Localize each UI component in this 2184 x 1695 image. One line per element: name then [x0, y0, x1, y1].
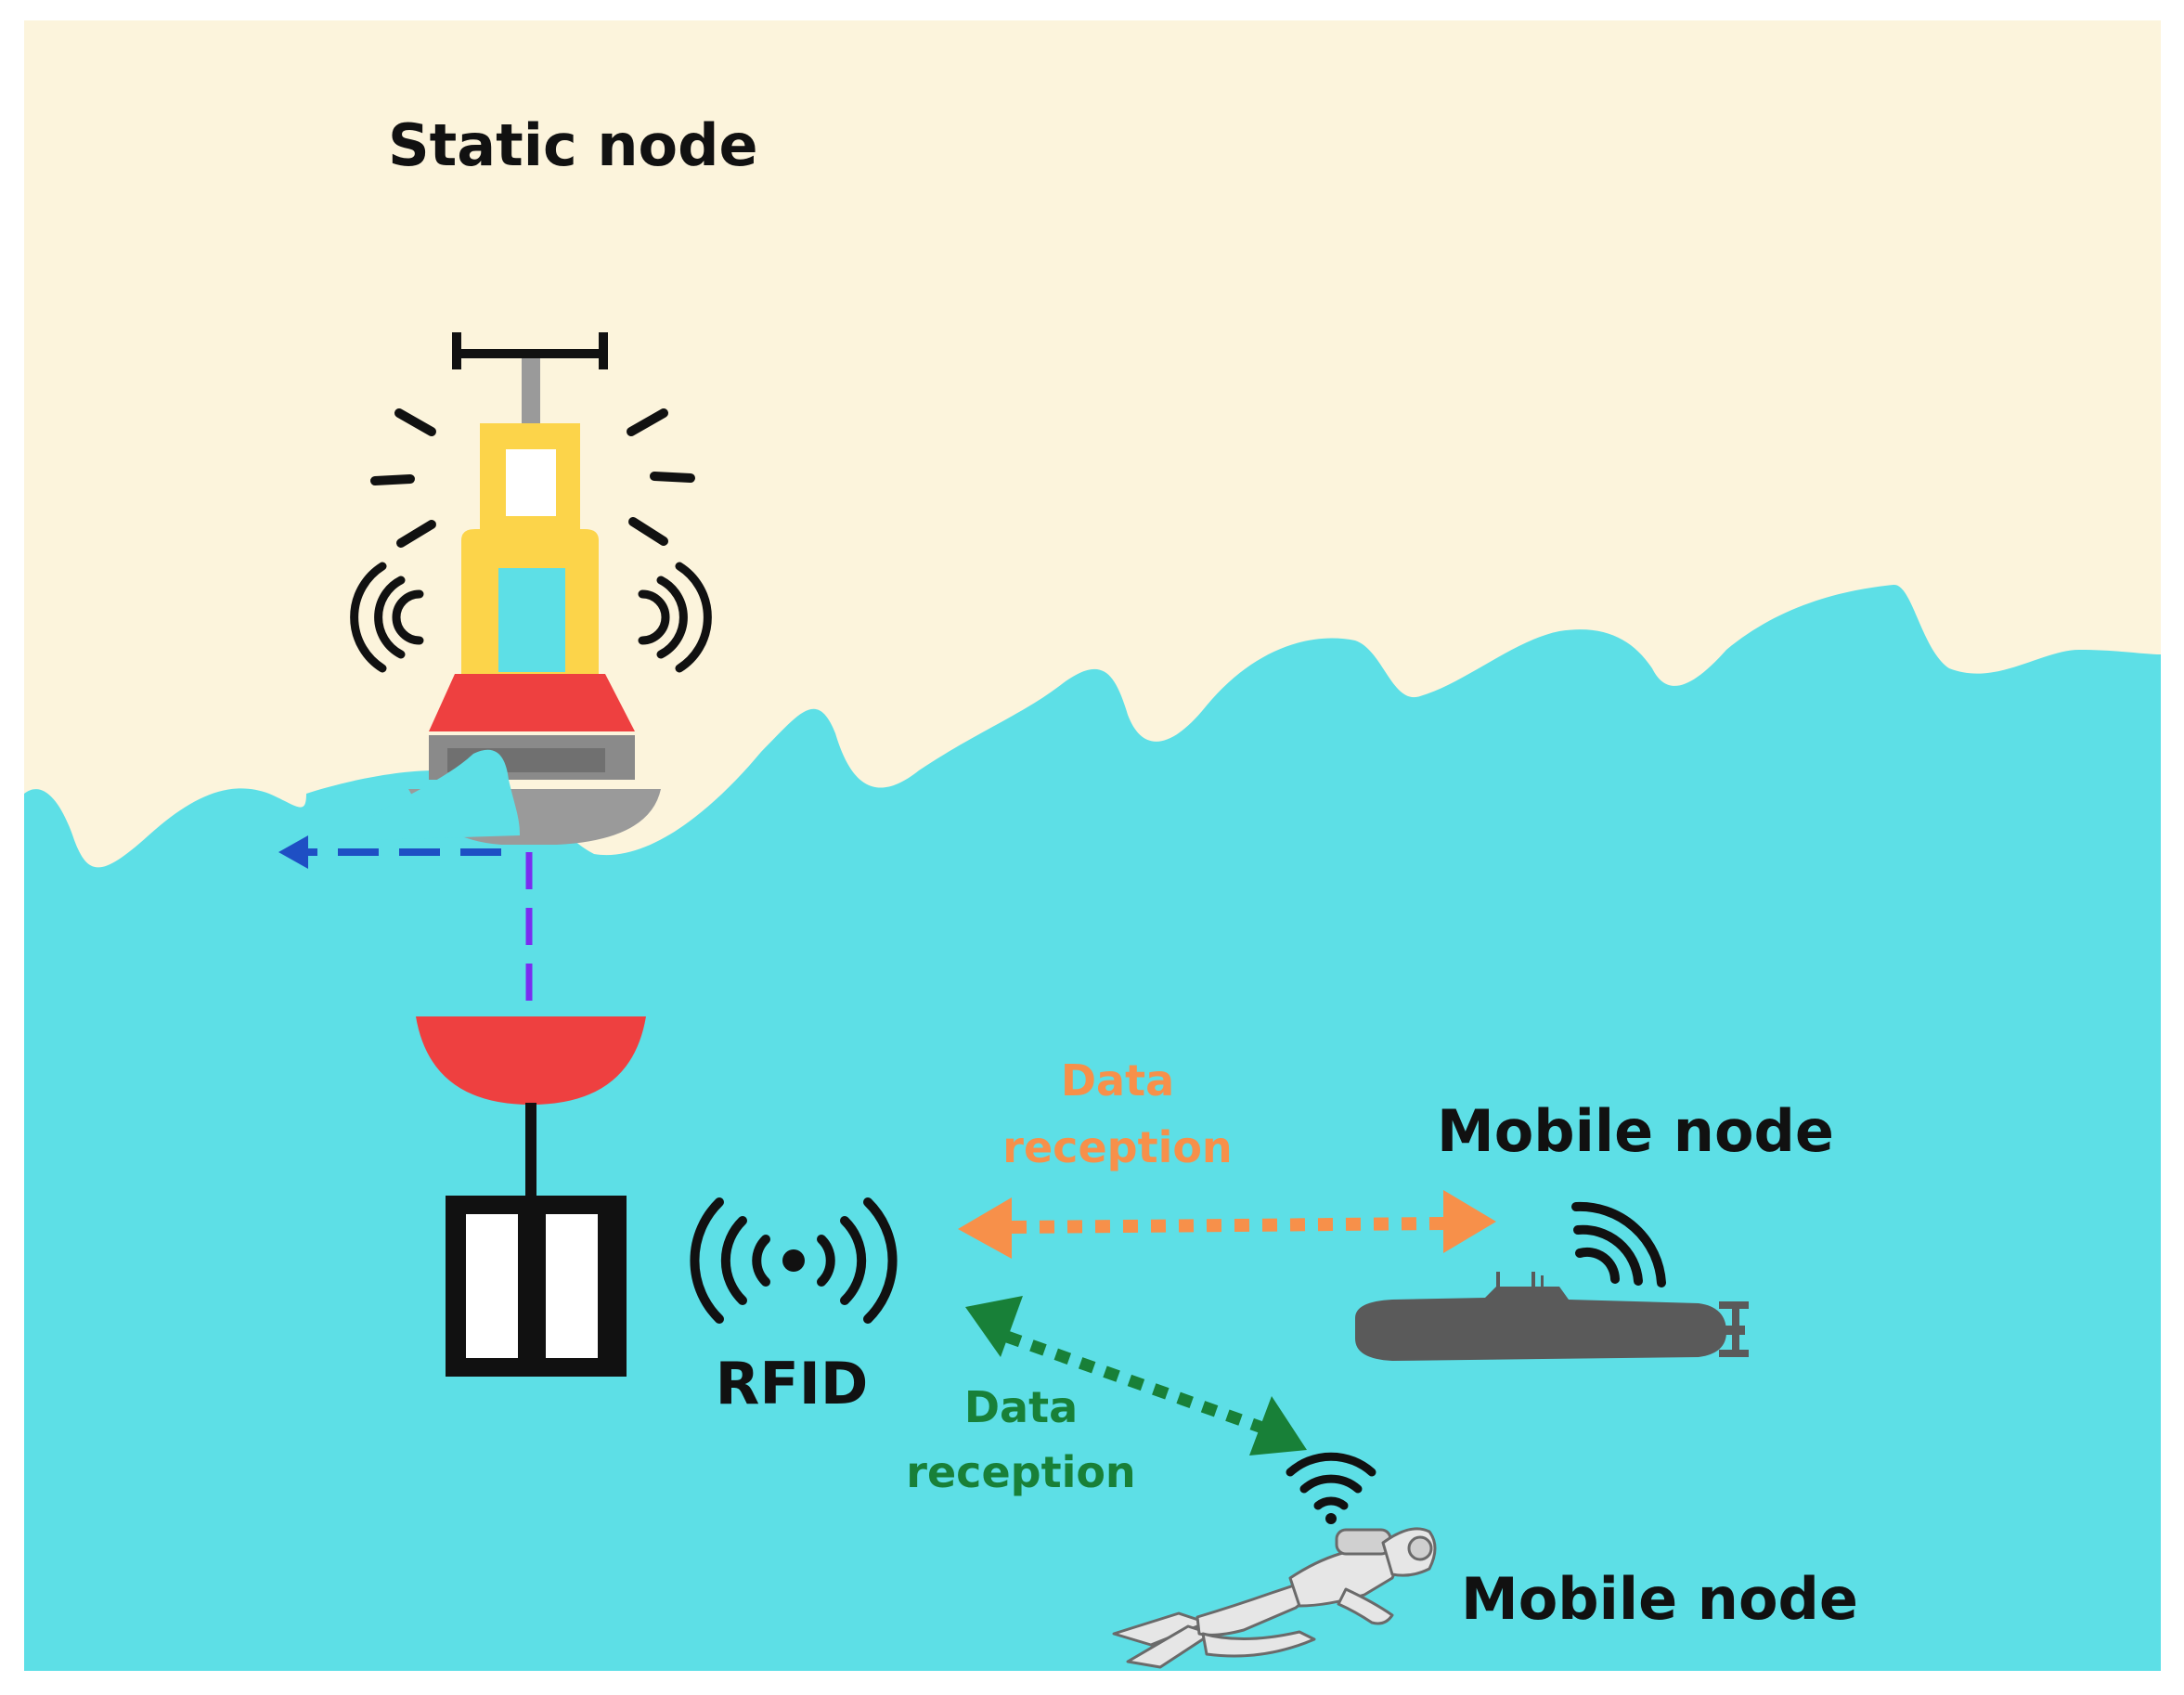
- diver-icon: [1112, 1527, 1437, 1669]
- sea-water: [24, 584, 2161, 1671]
- wave-splash: [371, 749, 520, 840]
- data-reception-orange-arrow: [958, 1190, 1496, 1259]
- data-reception-green-arrow: [965, 1296, 1307, 1456]
- buoy-signal-left-icon: [350, 562, 424, 673]
- data-reception-orange-label-line2: reception: [1002, 1122, 1232, 1172]
- rfid-label: RFID: [716, 1350, 869, 1417]
- mobile-node-submarine-label: Mobile node: [1437, 1097, 1834, 1165]
- mobile-node-diver-label: Mobile node: [1461, 1565, 1858, 1633]
- submarine-wifi-icon: [1571, 1201, 1666, 1287]
- light-rays: [370, 408, 695, 548]
- rfid-signal-icon: [690, 1197, 898, 1324]
- data-reception-green-label-line1: Data: [964, 1382, 1078, 1432]
- diver-wifi-icon: [1286, 1452, 1376, 1524]
- rfid-tag-icon: [446, 1196, 627, 1377]
- subsurface-float: [416, 1016, 646, 1105]
- data-reception-orange-label-line1: Data: [1061, 1055, 1174, 1106]
- static-node-label: Static node: [388, 111, 758, 179]
- data-reception-green-label-line2: reception: [906, 1447, 1135, 1497]
- submarine-icon: [1355, 1272, 1749, 1361]
- surface-link-arrow: [278, 835, 501, 869]
- mooring-line: [525, 1103, 536, 1196]
- buoy-signal-right-icon: [638, 562, 712, 673]
